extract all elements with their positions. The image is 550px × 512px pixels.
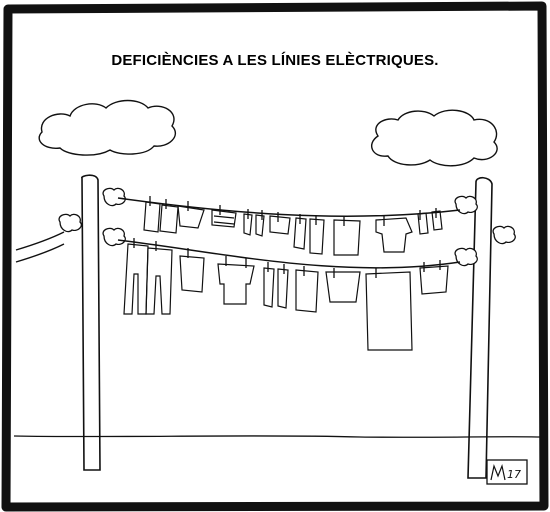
cartoon-title: DEFICIÈNCIES A LES LÍNIES ELÈCTRIQUES. — [111, 52, 439, 69]
signature-box — [486, 459, 528, 485]
signature-text: 17 — [507, 468, 521, 481]
upper-wire — [117, 197, 461, 217]
insulators — [58, 187, 516, 267]
horizon-line — [13, 435, 541, 438]
right-pole — [467, 176, 493, 479]
cloud-right — [370, 109, 498, 167]
lower-clothes — [123, 243, 449, 351]
lower-wire — [117, 239, 461, 269]
incoming-wire — [15, 231, 65, 251]
left-pole — [81, 174, 101, 471]
upper-clothes — [143, 201, 443, 256]
pegs — [133, 196, 441, 278]
cloud-left — [38, 99, 177, 156]
